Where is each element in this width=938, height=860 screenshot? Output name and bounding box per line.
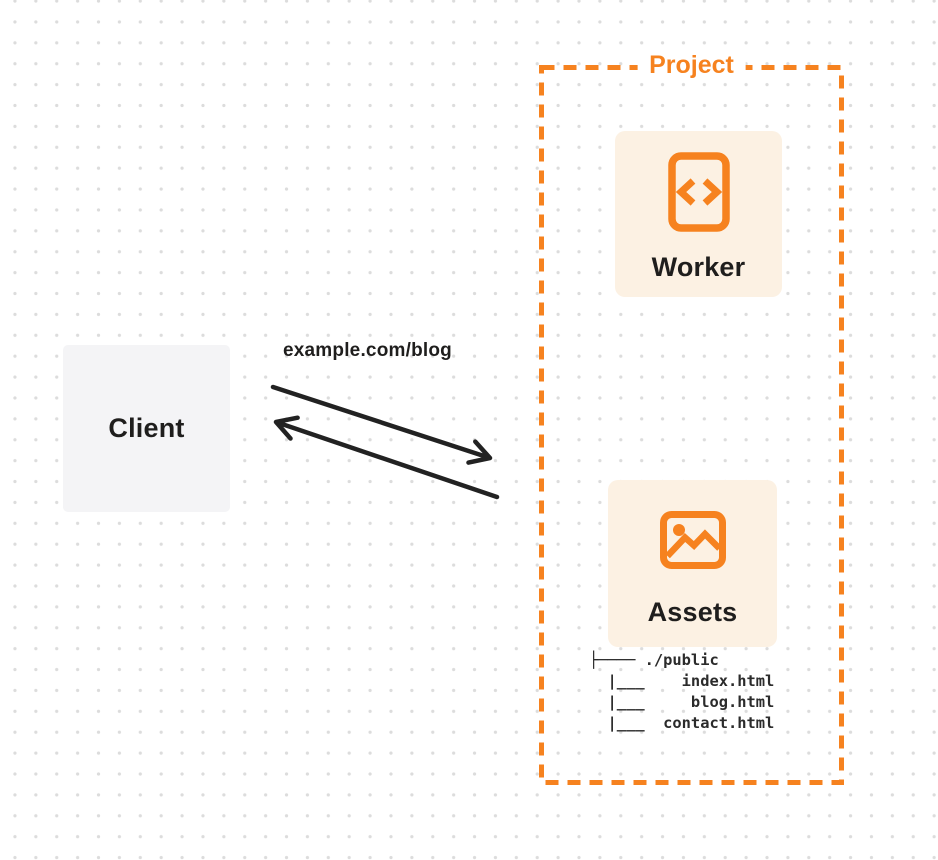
response-arrow — [273, 415, 500, 500]
worker-node: Worker — [615, 131, 782, 297]
assets-label: Assets — [647, 597, 738, 627]
request-response-arrows — [270, 384, 500, 500]
assets-node: Assets — [608, 480, 777, 647]
client-label: Client — [108, 413, 185, 443]
project-dashed-border — [539, 65, 844, 785]
request-arrow — [270, 384, 493, 465]
project-container: Project Worker Assets ├──── ./public |__… — [539, 50, 844, 785]
project-label: Project — [637, 50, 746, 80]
client-node: Client — [63, 345, 230, 512]
request-url-label: example.com/blog — [283, 340, 452, 361]
image-icon — [659, 511, 726, 569]
worker-label: Worker — [651, 252, 746, 282]
code-file-icon — [667, 152, 730, 232]
assets-file-tree: ├──── ./public |___ index.html |___ blog… — [589, 651, 775, 732]
